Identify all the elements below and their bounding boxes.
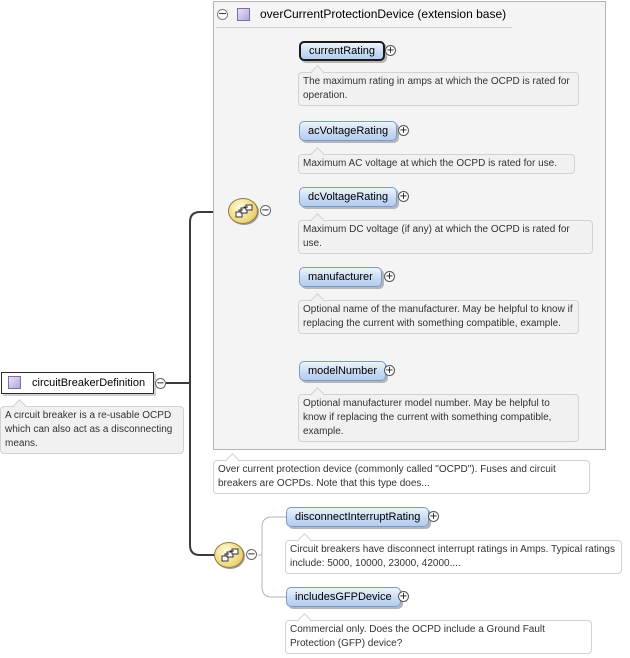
extension-collapse-button[interactable]: − <box>217 7 228 20</box>
sequence1-collapse-button[interactable]: − <box>260 205 271 216</box>
expand-includesGFPDevice-button[interactable]: + <box>398 591 409 602</box>
doc-extension-base: Over current protection device (commonly… <box>213 460 590 494</box>
element-manufacturer[interactable]: manufacturer <box>299 267 382 287</box>
element-dcVoltageRating[interactable]: dcVoltageRating <box>299 187 398 207</box>
root-collapse-button[interactable]: − <box>155 378 166 389</box>
doc-modelNumber: Optional manufacturer model number. May … <box>298 394 579 442</box>
extension-title: overCurrentProtectionDevice (extension b… <box>260 7 507 21</box>
expand-dcVoltageRating-button[interactable]: + <box>398 191 409 202</box>
complex-type-icon <box>8 376 21 389</box>
element-includesGFPDevice[interactable]: includesGFPDevice <box>286 587 401 607</box>
element-modelNumber[interactable]: modelNumber <box>299 361 387 381</box>
sequence2-collapse-button[interactable]: − <box>246 549 257 560</box>
extension-title-separator <box>216 27 512 28</box>
sequence-compositor-icon[interactable] <box>214 542 244 568</box>
doc-dcVoltageRating: Maximum DC voltage (if any) at which the… <box>298 220 593 254</box>
doc-includesGFPDevice: Commercial only. Does the OCPD include a… <box>285 620 592 654</box>
expand-modelNumber-button[interactable]: + <box>384 365 395 376</box>
element-currentRating[interactable]: currentRating <box>299 41 386 61</box>
expand-currentRating-button[interactable]: + <box>385 45 396 56</box>
doc-acVoltageRating: Maximum AC voltage at which the OCPD is … <box>298 154 575 174</box>
doc-disconnectInterruptRating: Circuit breakers have disconnect interru… <box>285 540 622 574</box>
root-element-circuitBreakerDefinition[interactable]: circuitBreakerDefinition <box>1 372 155 394</box>
doc-currentRating: The maximum rating in amps at which the … <box>298 72 579 106</box>
doc-circuitBreakerDefinition: A circuit breaker is a re-usable OCPD wh… <box>0 406 184 454</box>
doc-manufacturer: Optional name of the manufacturer. May b… <box>298 300 579 334</box>
sequence-glyph-icon <box>221 548 239 562</box>
element-acVoltageRating[interactable]: acVoltageRating <box>299 121 398 141</box>
element-disconnectInterruptRating[interactable]: disconnectInterruptRating <box>286 507 430 527</box>
expand-disconnectInterruptRating-button[interactable]: + <box>428 511 439 522</box>
sequence-compositor-icon[interactable] <box>228 198 258 224</box>
sequence-glyph-icon <box>235 204 253 218</box>
expand-acVoltageRating-button[interactable]: + <box>398 125 409 136</box>
expand-manufacturer-button[interactable]: + <box>384 271 395 282</box>
complex-type-icon <box>237 8 250 21</box>
